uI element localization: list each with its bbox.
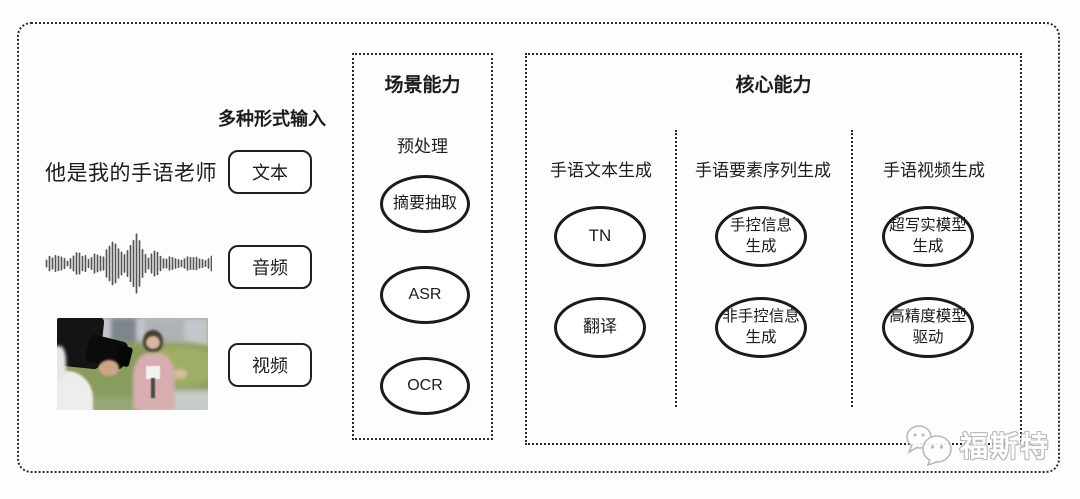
scene-box-subtitle: 预处理 <box>397 137 448 156</box>
watermark: 福斯特 <box>904 422 1050 468</box>
photo-microphone-flag <box>146 365 160 379</box>
column-header-sign-video-generation: 手语视频生成 <box>883 161 985 180</box>
input-type-video-box: 视频 <box>228 343 312 387</box>
node-tn: TN <box>554 206 646 267</box>
node-manual-info-generation: 手控信息 生成 <box>715 206 807 267</box>
column-divider <box>851 130 853 407</box>
audio-waveform-graphic <box>45 233 212 294</box>
input-type-label: 音频 <box>252 258 288 278</box>
sample-sentence-text: 他是我的手语老师 <box>45 162 217 185</box>
photo-cameraman-sleeve <box>57 345 67 383</box>
outer-dashed-border <box>17 22 1060 473</box>
node-summary-extraction: 摘要抽取 <box>380 175 470 233</box>
input-type-label: 视频 <box>252 356 288 376</box>
core-capability-box: 核心能力 手语文本生成 手语要素序列生成 手语视频生成 TN 翻译 手控信息 生… <box>525 53 1022 445</box>
column-divider <box>675 130 677 407</box>
scene-box-title: 场景能力 <box>384 75 461 96</box>
scene-capability-box: 场景能力 预处理 摘要抽取 ASR OCR <box>352 53 493 440</box>
photo-cameraman-hand <box>99 360 119 376</box>
photo-reporter-face <box>146 336 160 350</box>
watermark-text: 福斯特 <box>960 431 1051 462</box>
input-section-title: 多种形式输入 <box>218 109 326 129</box>
chat-bubbles-icon <box>906 425 952 467</box>
photo-reporter-hand <box>173 368 187 379</box>
input-type-audio-box: 音频 <box>228 245 312 289</box>
node-hyperrealistic-model-generation: 超写实模型 生成 <box>882 206 974 267</box>
input-type-text-box: 文本 <box>228 150 312 194</box>
node-asr: ASR <box>380 266 470 324</box>
column-header-sign-text-generation: 手语文本生成 <box>550 161 652 180</box>
photo-microphone <box>150 377 156 399</box>
core-box-title: 核心能力 <box>735 75 812 96</box>
node-ocr: OCR <box>380 357 470 415</box>
node-high-precision-model-driving: 高精度模型 驱动 <box>882 297 974 358</box>
node-non-manual-info-generation: 非手控信息 生成 <box>715 297 807 358</box>
node-translation: 翻译 <box>554 297 646 358</box>
input-type-label: 文本 <box>252 163 288 183</box>
column-header-sign-element-sequence-generation: 手语要素序列生成 <box>695 161 831 180</box>
video-thumbnail-image <box>57 318 208 410</box>
